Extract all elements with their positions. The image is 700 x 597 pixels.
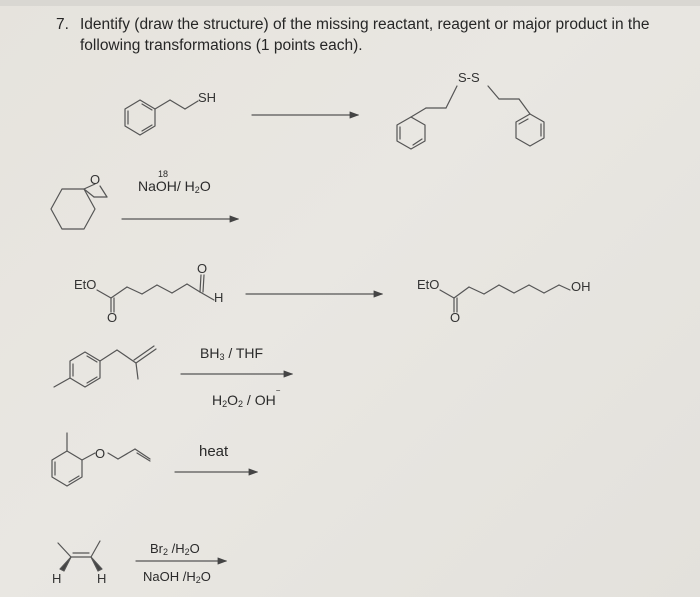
reactant-1-phenylethanethiol [124,99,199,136]
isotope-18-label: 18 [158,169,169,179]
ester-carbonyl-o: O [107,310,118,325]
epoxide-o-label: O [90,172,101,187]
product-1-disulfide [396,85,545,150]
reagent-5-heat: heat [199,443,229,460]
reagent-6-top: Br2 /H2O [150,541,200,557]
reactant-3-ester-aldehyde [96,274,215,313]
reactant-6-cis-2-butene [57,540,103,572]
alcohol-oh-label: OH [571,279,591,294]
product-carbonyl-o: O [450,310,461,325]
product-eto-label: EtO [417,277,440,292]
reagent-4-top: BH3 / THF [200,345,264,362]
hydroxide-charge: − [275,386,281,396]
reactant-2-spiro-epoxide [50,183,108,230]
question-number: 7. [56,16,69,33]
reagent-6-bottom: NaOH /H2O [143,569,211,585]
question-prompt: 7. Identify (draw the structure) of the … [56,14,656,56]
product-3-ester-alcohol [439,284,571,313]
ether-o-label: O [95,446,106,461]
page-edge [0,0,700,6]
reactant-4-methallyl-toluene [53,345,157,388]
thiol-sh-label: SH [198,90,217,105]
aldehyde-h: H [214,290,224,305]
ester-eto-label: EtO [74,277,97,292]
alkene-h-right: H [97,571,107,586]
reagent-2-label: 18 NaOH/ H2O [138,169,211,195]
question-text: Identify (draw the structure) of the mis… [80,16,650,54]
alkene-h-left: H [52,571,62,586]
reactant-5-allyl-aryl-ether [51,432,151,487]
aldehyde-o: O [197,261,208,276]
reagent-4-bottom: H2O2 / OH− [212,386,281,409]
disulfide-label: S-S [458,70,480,85]
